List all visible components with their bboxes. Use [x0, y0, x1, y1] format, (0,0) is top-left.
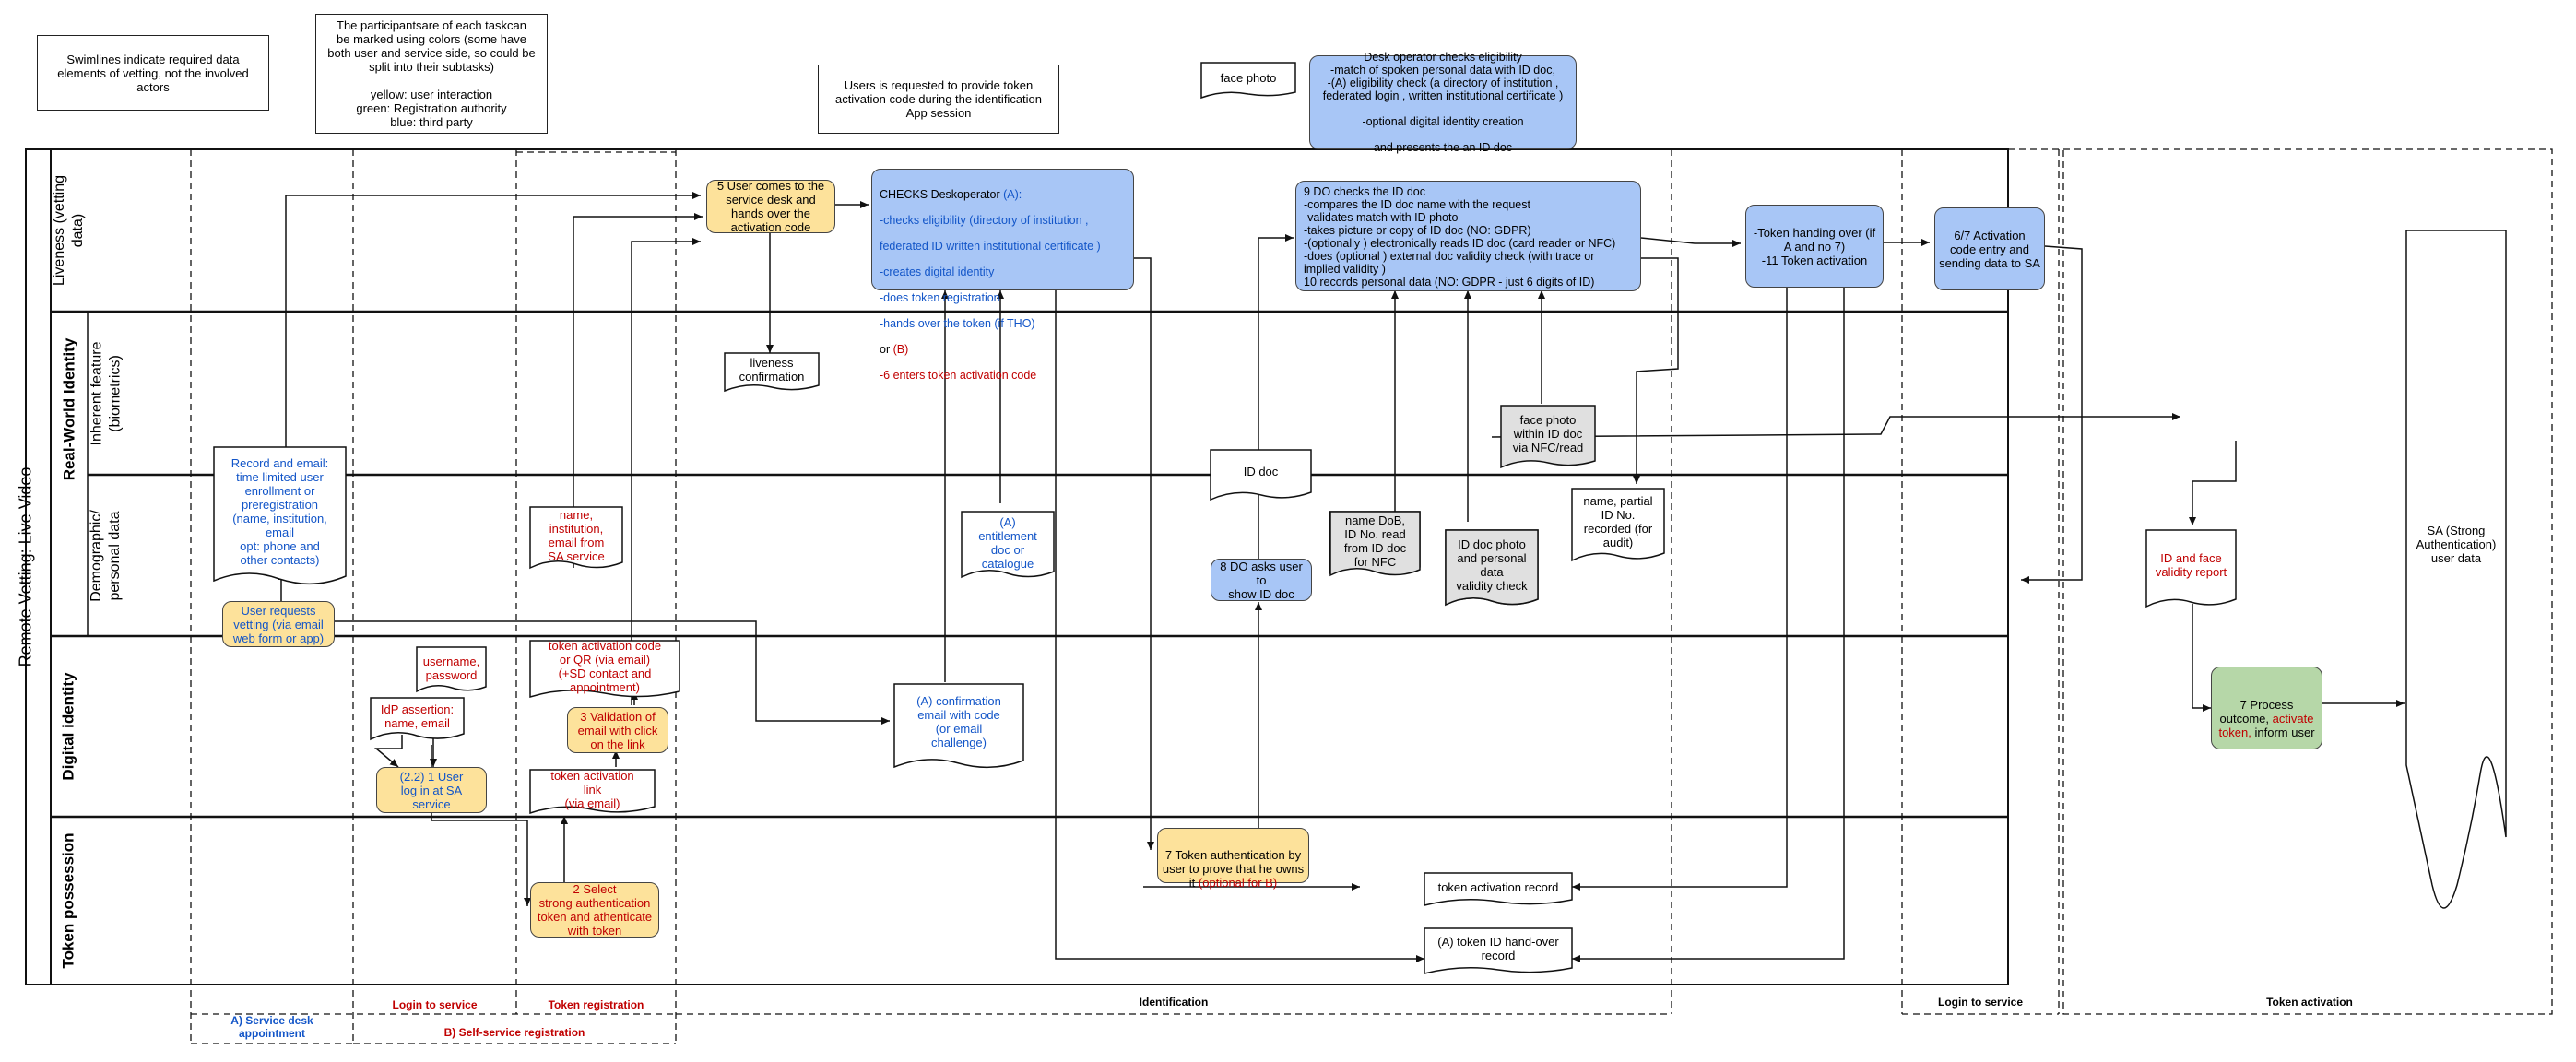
sa-user-data-doc: SA (Strong Authentication) user data [2416, 523, 2497, 565]
do-checks-id-doc: 9 DO checks the ID doc -compares the ID … [1295, 181, 1641, 291]
token-link-doc: token activation link (via email) [550, 768, 634, 810]
idp-assertion-doc: IdP assertion: name, email [380, 702, 455, 730]
user-comes-service-desk: 5 User comes to the service desk and han… [706, 179, 835, 234]
lane-group-real-world: Real-World Identity [60, 337, 77, 481]
checks-a-tag: (A): [1003, 188, 1022, 201]
note-desk-checks: Desk operator checks eligibility -match … [1309, 51, 1577, 154]
process-inform: inform user [2254, 726, 2315, 739]
lane-demographic: Demographic/ personal data [89, 509, 124, 602]
user-requests-vetting: User requests vetting (via email web for… [222, 601, 335, 647]
entitlement-doc: (A) entitlement doc or catalogue [978, 515, 1037, 571]
liveness-confirmation-doc: liveness confirmation [739, 356, 805, 384]
note-swimlanes: Swimlines indicate required data element… [37, 35, 269, 111]
checks-line: -hands over the token (if THO) [880, 317, 1035, 330]
token-handing-over: -Token handing over (if A and no 7) -11 … [1745, 205, 1884, 288]
process-outcome: 7 Process outcome, activate token, infor… [2211, 667, 2322, 749]
pool-title: Remote Vetting: Live Video [16, 466, 35, 667]
checks-line: -does token registration [880, 291, 1000, 304]
section-identification: Identification [1139, 996, 1209, 1009]
id-doc: ID doc [1243, 464, 1279, 478]
checks-or: or [880, 343, 891, 356]
token-handover-record: (A) token ID hand-over record [1437, 935, 1559, 962]
confirmation-email-doc: (A) confirmation email with code (or ema… [916, 694, 1001, 749]
name-partial-id-doc: name, partial ID No. recorded (for audit… [1583, 494, 1653, 549]
lane-liveness: Liveness (vetting data) [52, 174, 86, 287]
token-auth-optional: (optional for B) [1198, 876, 1278, 890]
do-asks-id-doc: 8 DO asks user to show ID doc [1211, 559, 1312, 601]
user-login-sa: (2.2) 1 User log in at SA service [376, 767, 487, 813]
token-auth-text: 7 Token authentication by user to prove … [1162, 848, 1305, 890]
name-institution-doc: name, institution, email from SA service [548, 508, 605, 563]
face-photo-nfc-doc: face photo within ID doc via NFC/read [1512, 412, 1584, 454]
select-strong-token: 2 Select strong authentication token and… [530, 882, 659, 938]
checks-b-tag: (B) [892, 343, 909, 356]
id-photo-validity-doc: ID doc photo and personal data validity … [1456, 537, 1528, 593]
name-dob-doc: name DoB, ID No. read from ID doc for NF… [1343, 513, 1407, 569]
process-text: 7 Process outcome, [2219, 698, 2294, 726]
checks-line: -checks eligibility (directory of instit… [880, 214, 1089, 227]
checks-line: federated ID written institutional certi… [880, 240, 1101, 253]
note-token-request: Users is requested to provide token acti… [818, 65, 1059, 134]
lane-digital: Digital identity [60, 672, 77, 781]
record-and-email-doc: Record and email: time limited user enro… [230, 456, 329, 567]
note-participants: The participantsare of each taskcan be m… [315, 14, 548, 134]
lane-inherent: Inherent feature (biometrics) [89, 341, 123, 445]
section-service-desk: A) Service desk appointment [230, 1014, 313, 1040]
token-authentication: 7 Token authentication by user to prove … [1157, 828, 1309, 890]
checks-enter-code: -6 enters token activation code [880, 369, 1037, 382]
username-password-doc: username, password [422, 654, 480, 682]
checks-title: CHECKS Deskoperator [880, 188, 1000, 201]
checks-deskoperator: CHECKS Deskoperator (A): -checks eligibi… [871, 169, 1134, 382]
section-self-service: B) Self-service registration [443, 1026, 585, 1039]
section-token-activation: Token activation [2266, 996, 2353, 1009]
id-face-validity-report: ID and face validity report [2155, 550, 2227, 579]
section-login-service-2: Login to service [1937, 996, 2024, 1009]
checks-line: -creates digital identity [880, 266, 995, 278]
note-face-photo: face photo [1220, 70, 1277, 85]
activation-code-entry: 6/7 Activation code entry and sending da… [1934, 207, 2045, 290]
validation-email: 3 Validation of email with click on the … [567, 707, 668, 753]
lane-token: Token possession [60, 832, 77, 969]
section-token-registration: Token registration [548, 998, 644, 1011]
section-login-service: Login to service [392, 998, 478, 1011]
token-code-qr-doc: token activation code or QR (via email) … [548, 638, 662, 694]
token-activation-record: token activation record [1437, 879, 1559, 894]
process-activate: activate token, [2218, 712, 2314, 739]
